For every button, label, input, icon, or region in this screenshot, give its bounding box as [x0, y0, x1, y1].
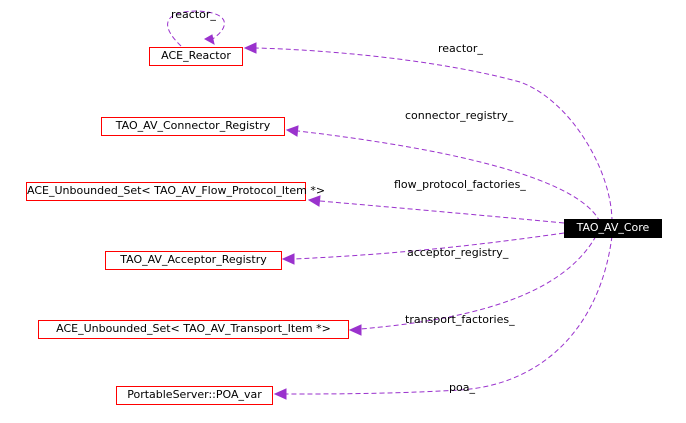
edge-connector-registry	[297, 130, 601, 223]
arrowhead-flow-protocol-factories	[307, 195, 321, 207]
arrowhead-transport-factories	[348, 324, 362, 336]
edge-poa	[285, 235, 613, 395]
edge-transport-factories	[360, 235, 597, 330]
edge-flow-protocol-factories	[319, 200, 565, 224]
edge-acceptor-registry	[293, 232, 565, 260]
arrowhead-reactor-self	[203, 34, 215, 45]
node-ace-unbounded-set-transport-item[interactable]: ACE_Unbounded_Set< TAO_AV_Transport_Item…	[38, 320, 349, 339]
arrowhead-reactor	[243, 42, 257, 54]
node-portableserver-poa-var[interactable]: PortableServer::POA_var	[116, 386, 273, 405]
edge-label-reactor: reactor_	[438, 42, 483, 55]
edge-label-reactor-self: reactor_	[171, 8, 216, 21]
edge-label-flow-protocol-factories: flow_protocol_factories_	[394, 178, 526, 191]
edge-label-transport-factories: transport_factories_	[405, 313, 515, 326]
arrowhead-acceptor-registry	[281, 253, 295, 265]
node-tao-av-acceptor-registry[interactable]: TAO_AV_Acceptor_Registry	[105, 251, 282, 270]
node-tao-av-connector-registry[interactable]: TAO_AV_Connector_Registry	[101, 117, 285, 136]
node-ace-reactor[interactable]: ACE_Reactor	[149, 47, 243, 66]
edge-reactor-self	[167, 10, 225, 47]
node-ace-unbounded-set-flow-protocol-item[interactable]: ACE_Unbounded_Set< TAO_AV_Flow_Protocol_…	[26, 182, 325, 201]
node-tao-av-core: TAO_AV_Core	[564, 219, 662, 238]
arrowhead-poa	[273, 388, 287, 400]
edge-label-acceptor-registry: acceptor_registry_	[407, 246, 509, 259]
arrowhead-connector-registry	[285, 125, 299, 137]
edge-label-connector-registry: connector_registry_	[405, 109, 514, 122]
edge-reactor	[255, 47, 613, 223]
edge-label-poa: poa_	[449, 381, 475, 394]
